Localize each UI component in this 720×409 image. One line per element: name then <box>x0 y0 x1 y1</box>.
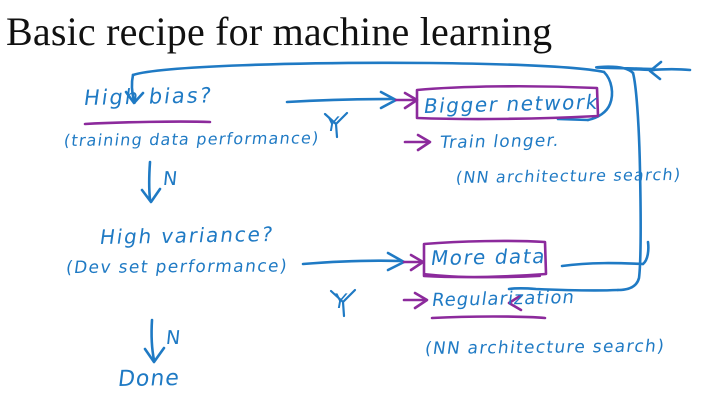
label-no-high-variance: N <box>164 327 182 349</box>
decision-high-bias-metric: (training data performance) <box>62 128 321 151</box>
label-no-high-bias: N <box>161 168 179 190</box>
arrow-bias-no-head <box>140 187 162 204</box>
remedy-nn-architecture-search-variance: (NN architecture search) <box>423 336 667 360</box>
page-title: Basic recipe for machine learning <box>6 9 553 54</box>
bigger-network-return-stub <box>556 117 590 122</box>
box-more-data-underline <box>422 272 542 279</box>
purple-arrow-train-longer-head <box>416 133 432 152</box>
label-y-variance-stroke <box>329 288 357 318</box>
more-data-return-line <box>560 261 645 268</box>
decision-high-variance-metric: (Dev set performance) <box>64 256 290 279</box>
remedy-more-data: More data <box>429 243 549 271</box>
purple-arrowhead-regularization-right <box>507 294 523 312</box>
feedback-loop-outer-bottom <box>507 286 620 292</box>
feedback-loop-outer-path <box>616 71 642 292</box>
purple-arrow-regularization-head <box>413 291 429 310</box>
feedback-loop-top-arrow <box>130 73 136 103</box>
underline-high-bias <box>83 120 212 126</box>
remedy-bigger-network: Bigger network <box>422 89 601 119</box>
arrow-bias-no-shaft <box>147 160 152 202</box>
remedy-nn-architecture-search-bias: (NN architecture search) <box>454 164 683 188</box>
decision-high-bias-question: High bias? <box>82 83 215 111</box>
feedback-loop-top-path <box>131 61 606 77</box>
terminal-done: Done <box>116 365 182 393</box>
remedy-train-longer: Train longer. <box>438 130 562 154</box>
feedback-loop-top-arrowhead <box>124 90 145 105</box>
arrow-variance-no-head <box>143 346 166 364</box>
remedy-regularization: Regularization <box>430 286 577 312</box>
label-y-bias-stroke <box>323 111 349 139</box>
arrow-bias-yes-shaft <box>285 97 394 104</box>
feedback-loop-outer-arrow-tail <box>648 67 692 72</box>
arrow-variance-no-shaft <box>150 318 156 362</box>
decision-high-variance-question: High variance? <box>98 221 276 250</box>
box-bigger-network <box>415 84 600 121</box>
underline-regularization <box>430 315 547 320</box>
arrow-variance-yes-shaft <box>301 259 402 266</box>
more-data-return-riser <box>641 240 650 266</box>
